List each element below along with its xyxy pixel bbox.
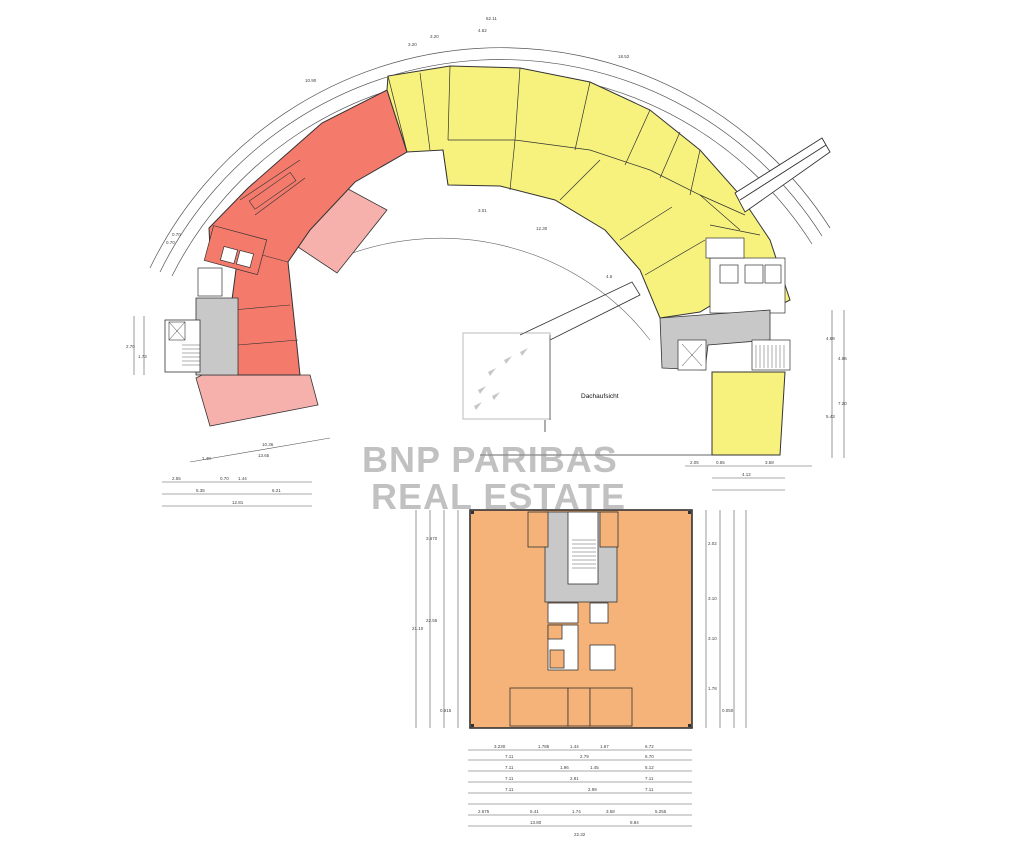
dim-arc-top-2: 3.20 bbox=[408, 42, 417, 47]
dim-sq-r7-0: 22.32 bbox=[574, 832, 586, 837]
dim-right-side-1: 4.86 bbox=[838, 356, 847, 361]
pink-zone-lower bbox=[195, 374, 319, 427]
dim-left-bottom-4: 0.70 bbox=[220, 476, 229, 481]
dim-square-left-0: 3.670 bbox=[426, 536, 438, 541]
dim-left-bottom-2: 13.65 bbox=[258, 453, 270, 458]
dim-sq-r6-1: 8.84 bbox=[630, 820, 639, 825]
dim-arc-inner-2: 4.6 bbox=[606, 274, 613, 279]
dim-sq-r1-1: 2.79 bbox=[580, 754, 589, 759]
dim-arc-top-5: 10.90 bbox=[305, 78, 317, 83]
dim-sq-r0-3: 1.67 bbox=[600, 744, 609, 749]
dim-sq-r0-2: 1.44 bbox=[570, 744, 579, 749]
red-zone bbox=[208, 89, 408, 376]
dim-left-side-0: 2.70 bbox=[126, 344, 135, 349]
east-elevator-cross bbox=[681, 343, 703, 367]
dim-right-side-2: 5.43 bbox=[826, 414, 835, 419]
dim-square-right-1: 3.10 bbox=[708, 596, 717, 601]
dim-sq-r4-0: 7.11 bbox=[505, 787, 514, 792]
dim-left-bottom-8: 12.81 bbox=[232, 500, 244, 505]
square-core bbox=[527, 511, 619, 671]
dim-sq-r5-2: 1.74 bbox=[572, 809, 581, 814]
dim-sq-r2-2: 1.45 bbox=[590, 765, 599, 770]
dim-square-left-3: 0.915 bbox=[440, 708, 452, 713]
yellow-zone-walls bbox=[387, 65, 761, 276]
dim-right-side-0: 4.69 bbox=[826, 336, 835, 341]
dim-sq-r5-4: 5.255 bbox=[655, 809, 667, 814]
dim-left-bottom-7: 6.21 bbox=[272, 488, 281, 493]
dim-sq-r5-1: 5.41 bbox=[530, 809, 539, 814]
dim-sq-r1-2: 6.70 bbox=[645, 754, 654, 759]
dim-left-bottom-1: 1.40 bbox=[202, 456, 211, 461]
bnp-logo-mark bbox=[462, 332, 551, 420]
west-service-block bbox=[197, 225, 268, 297]
dim-arc-inner-0: 3.01 bbox=[478, 208, 487, 213]
right-dimension-lines bbox=[685, 310, 845, 491]
square-dimension-lines bbox=[415, 510, 747, 827]
left-dimension-lines bbox=[133, 316, 331, 507]
dim-sq-r0-4: 6.72 bbox=[645, 744, 654, 749]
west-elevator-cross bbox=[168, 321, 186, 341]
east-wc-block bbox=[705, 237, 786, 314]
dim-left-side-3: 0.70 bbox=[172, 232, 181, 237]
dim-sq-r2-0: 7.11 bbox=[505, 765, 514, 770]
dim-left-side-1: 1.73 bbox=[138, 354, 147, 359]
square-stair-steps bbox=[572, 539, 596, 569]
dim-square-left-1: 21.10 bbox=[412, 626, 424, 631]
dim-sq-r5-0: 2.675 bbox=[478, 809, 490, 814]
dim-sq-r0-1: 1.785 bbox=[538, 744, 550, 749]
dim-sq-r2-3: 5.12 bbox=[645, 765, 654, 770]
west-stair-steps bbox=[182, 344, 200, 366]
dim-right-bottom-0: 2.05 bbox=[690, 460, 699, 465]
dim-sq-r6-0: 13.80 bbox=[530, 820, 542, 825]
dim-right-bottom-3: 4.12 bbox=[742, 472, 751, 477]
watermark-line-1: BNP PARIBAS bbox=[362, 439, 618, 480]
dim-left-bottom-3: 2.55 bbox=[172, 476, 181, 481]
dim-square-right-2: 3.10 bbox=[708, 636, 717, 641]
dim-left-side-2: 0.70 bbox=[166, 240, 175, 245]
dim-right-bottom-1: 0.65 bbox=[716, 460, 725, 465]
dim-sq-r4-1: 2.99 bbox=[588, 787, 597, 792]
dim-right-side-3: 7.20 bbox=[838, 401, 847, 406]
dim-left-bottom-6: 5.35 bbox=[196, 488, 205, 493]
dim-sq-r3-2: 7.11 bbox=[645, 776, 654, 781]
dim-arc-top-4: 18.52 bbox=[618, 54, 630, 59]
orange-zone-columns bbox=[471, 511, 691, 727]
dim-sq-r3-0: 7.11 bbox=[505, 776, 514, 781]
dim-arc-top-3: 3.20 bbox=[430, 34, 439, 39]
dim-square-right-3: 1.78 bbox=[708, 686, 717, 691]
dim-square-right-4: 0.050 bbox=[722, 708, 734, 713]
dim-sq-r5-3: 3.58 bbox=[606, 809, 615, 814]
east-stair-steps bbox=[755, 345, 785, 368]
dim-sq-r0-0: 3.230 bbox=[494, 744, 506, 749]
dim-sq-r4-2: 7.11 bbox=[645, 787, 654, 792]
dim-arc-top-0: 62.11 bbox=[486, 16, 497, 21]
dim-arc-top-1: 4.62 bbox=[478, 28, 487, 33]
dim-sq-r2-1: 1.96 bbox=[560, 765, 569, 770]
dim-right-bottom-2: 3.58 bbox=[765, 460, 774, 465]
roof-label: Dachaufsicht bbox=[581, 393, 619, 400]
east-stair bbox=[677, 339, 791, 371]
dim-arc-inner-1: 12.30 bbox=[536, 226, 548, 231]
dim-square-right-0: 2.02 bbox=[708, 541, 717, 546]
dim-square-left-2: 22.55 bbox=[426, 618, 438, 623]
east-bridge bbox=[734, 137, 831, 213]
yellow-zone-south-room bbox=[711, 371, 786, 456]
west-core bbox=[195, 297, 239, 376]
inner-dimension-arc bbox=[329, 237, 651, 341]
square-bottom-rooms bbox=[509, 687, 633, 727]
dim-sq-r1-0: 7.11 bbox=[505, 754, 514, 759]
red-zone-walls bbox=[231, 159, 306, 346]
dim-left-bottom-0: 10.36 bbox=[262, 442, 274, 447]
dim-left-bottom-5: 1.44 bbox=[238, 476, 247, 481]
dim-sq-r3-1: 2.81 bbox=[570, 776, 579, 781]
